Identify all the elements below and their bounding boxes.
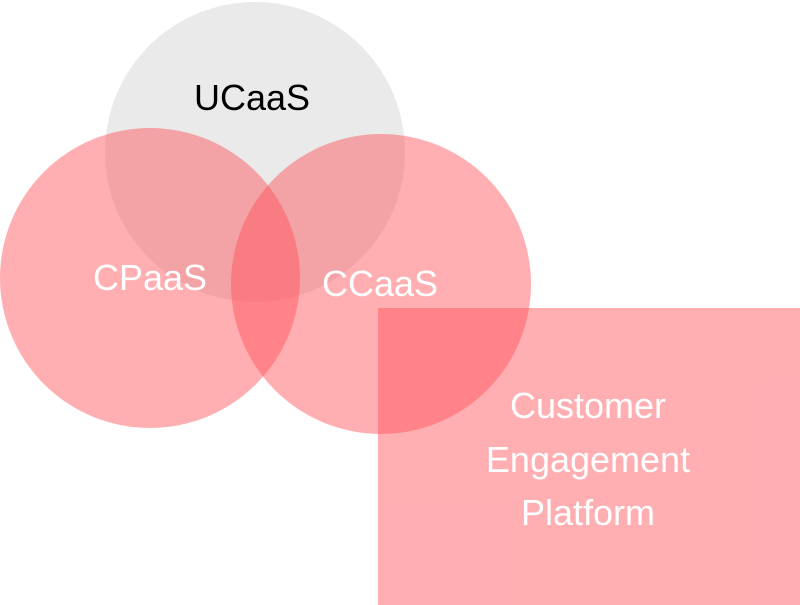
ccaas-label: CCaaS xyxy=(322,263,438,304)
platform-label-line-2: Engagement xyxy=(486,439,690,480)
platform-label-line-3: Platform xyxy=(521,492,655,533)
ucaas-circle xyxy=(105,2,405,302)
cpaas-label: CPaaS xyxy=(93,257,207,298)
ucaas-label: UCaaS xyxy=(194,77,310,118)
ccaas-circle xyxy=(231,134,531,434)
platform-label-line-1: Customer xyxy=(510,385,666,426)
customer-engagement-platform-box xyxy=(378,308,800,605)
cpaas-circle xyxy=(0,128,300,428)
